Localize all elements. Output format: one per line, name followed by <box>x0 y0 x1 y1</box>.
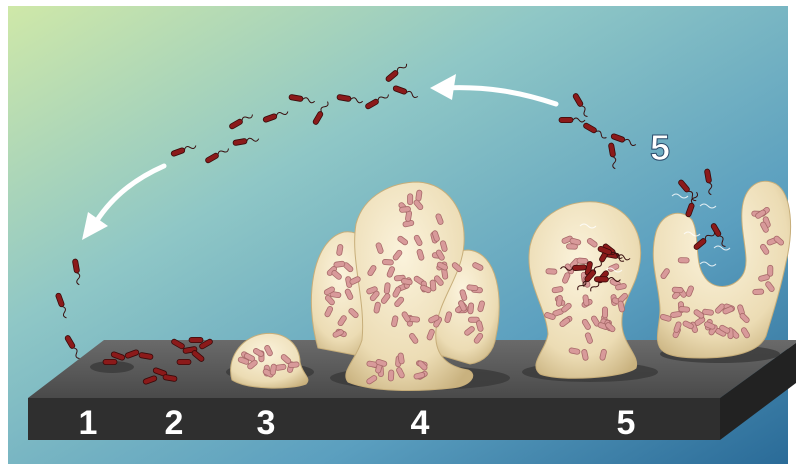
stage-label-5: 5 <box>617 404 636 442</box>
bacterium-icon <box>672 287 683 293</box>
bacterium-icon <box>679 306 690 312</box>
bacterium-icon <box>753 289 764 295</box>
bacterium-icon <box>546 269 557 275</box>
stage-label-3: 3 <box>257 404 276 442</box>
stage-label-4: 4 <box>411 404 430 442</box>
stage-label-2: 2 <box>165 404 184 442</box>
bacterium-icon <box>177 359 191 364</box>
bacterium-icon <box>467 285 479 291</box>
bacterium-icon <box>577 258 588 264</box>
bacterium-icon <box>388 370 394 381</box>
dispersal-label: 5 <box>650 127 670 168</box>
bacterium-icon <box>678 258 689 263</box>
bacterium-icon <box>382 259 393 265</box>
bacterium-icon <box>189 337 203 342</box>
bacterium-icon <box>399 206 411 212</box>
bacterium-icon <box>408 194 413 205</box>
bacterium-icon <box>468 303 474 315</box>
bacterium-icon <box>602 307 607 318</box>
bacterium-icon <box>334 261 346 268</box>
bacterium-icon <box>103 359 117 364</box>
bacterium-icon <box>384 282 391 294</box>
stage-label-1: 1 <box>79 404 98 442</box>
